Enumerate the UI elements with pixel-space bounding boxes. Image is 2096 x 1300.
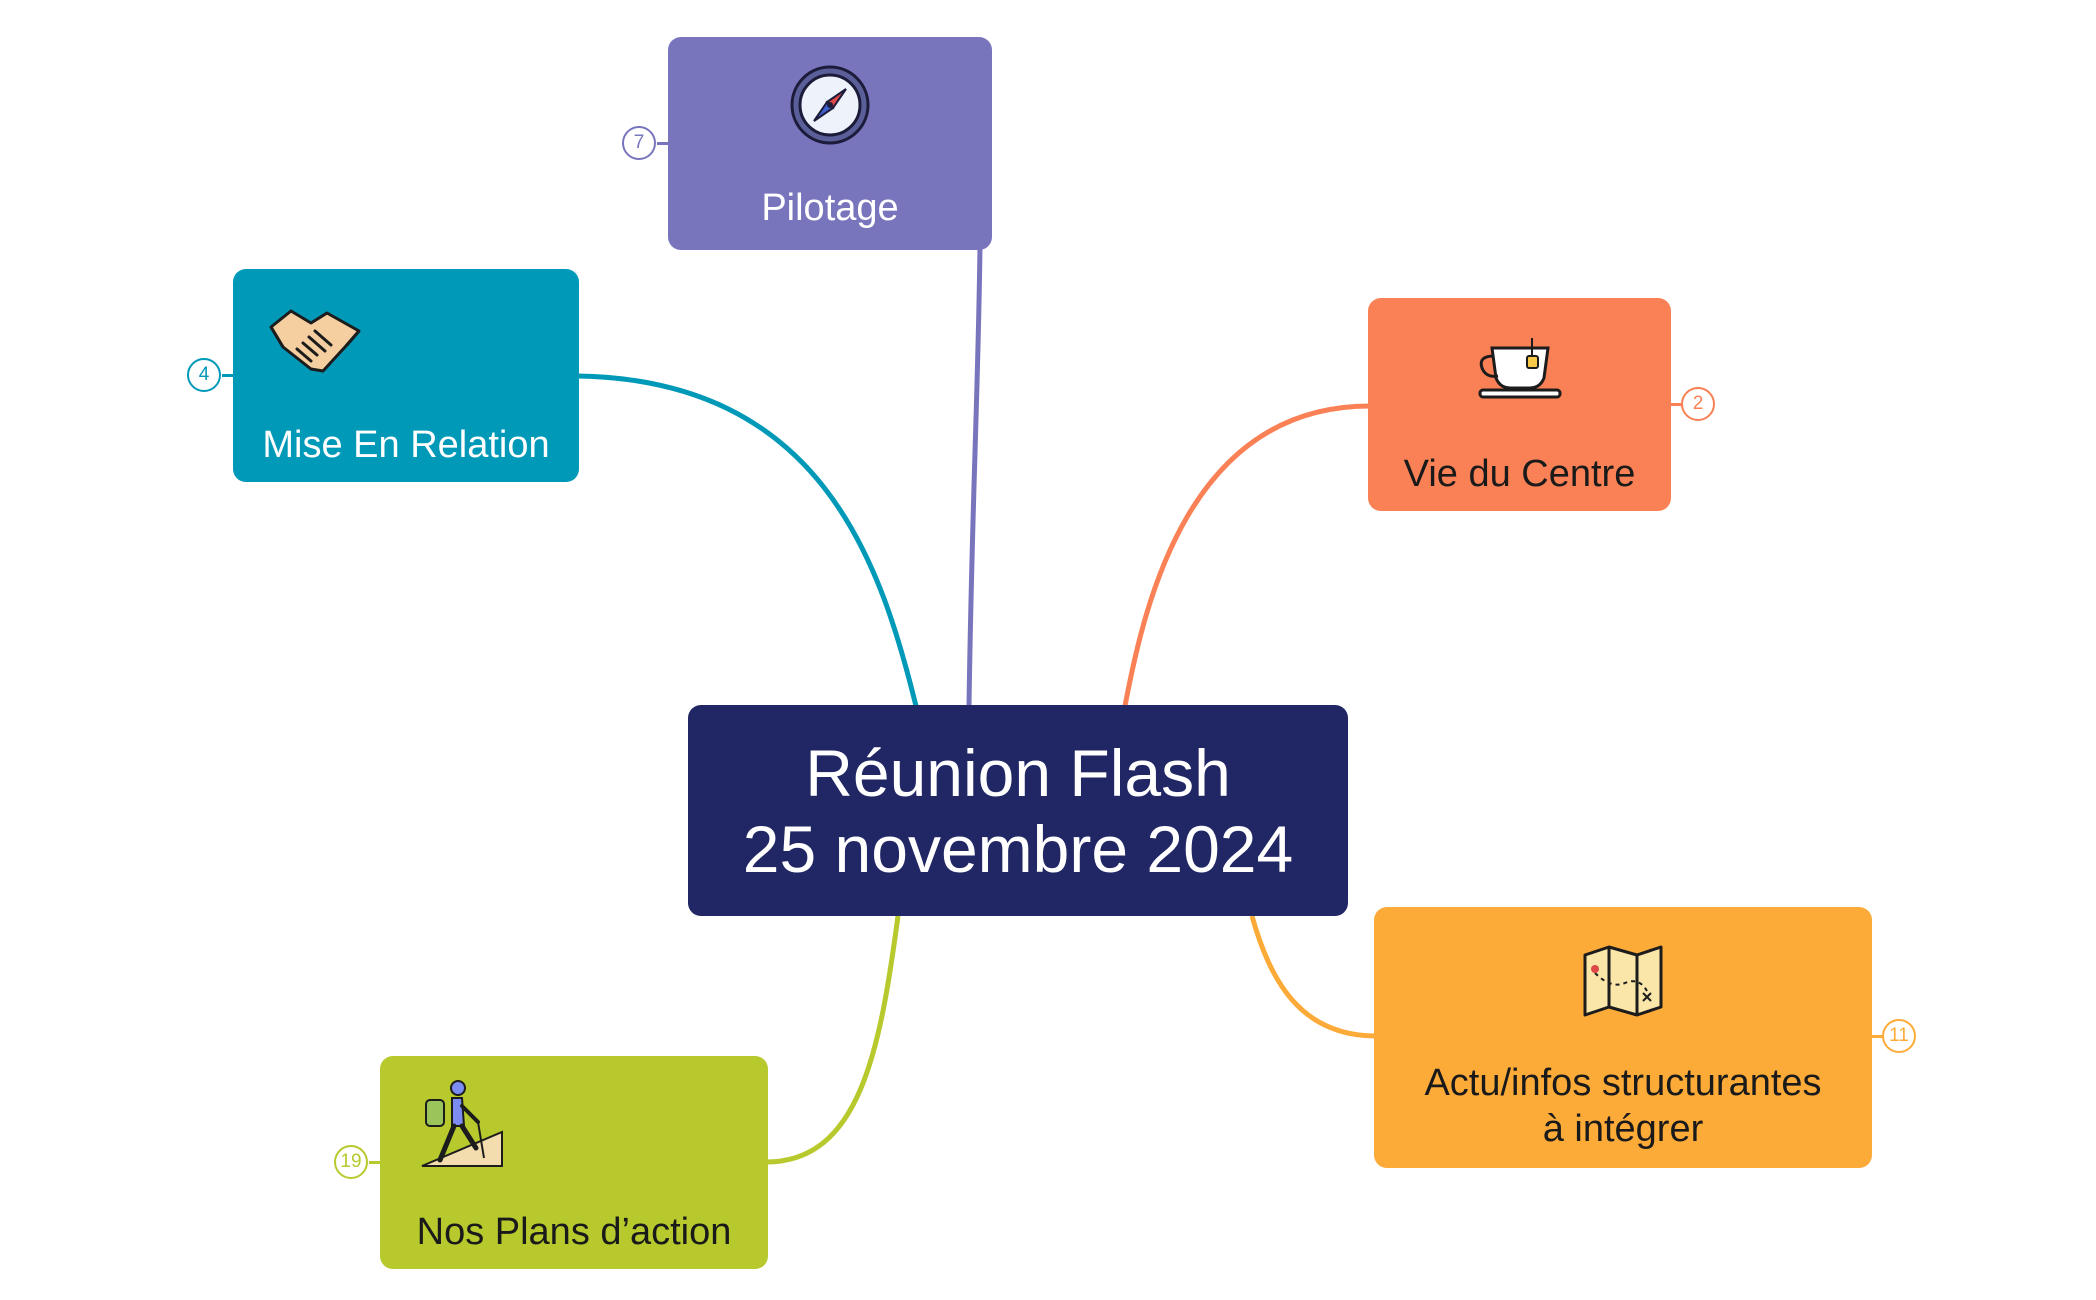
actu-infos-badge-connector xyxy=(1872,1035,1884,1038)
pilotage-count-badge[interactable]: 7 xyxy=(622,126,656,160)
actu-infos-count-badge[interactable]: 11 xyxy=(1882,1019,1916,1053)
plans-action-count-badge[interactable]: 19 xyxy=(334,1145,368,1179)
link-vie-du-centre xyxy=(1122,403,1371,707)
topic-pilotage[interactable]: Pilotage xyxy=(668,37,992,250)
topic-vie-du-centre[interactable]: Vie du Centre xyxy=(1368,298,1671,511)
hiker-icon xyxy=(380,1078,768,1170)
handshake-icon xyxy=(233,303,579,377)
central-topic-line2: 25 novembre 2024 xyxy=(742,811,1294,886)
central-topic-line1: Réunion Flash xyxy=(805,735,1231,810)
topic-actu-infos-label-line1: Actu/infos structurantes xyxy=(1424,1062,1822,1104)
plans-action-badge-connector xyxy=(369,1161,381,1164)
topic-vie-du-centre-label: Vie du Centre xyxy=(1403,453,1636,495)
central-topic[interactable]: Réunion Flash 25 novembre 2024 xyxy=(688,705,1348,916)
link-pilotage xyxy=(966,245,983,707)
topic-actu-infos-label-line2: à intégrer xyxy=(1542,1108,1704,1150)
topic-mise-en-relation[interactable]: Mise En Relation xyxy=(233,269,579,482)
topic-plans-action-label: Nos Plans d’action xyxy=(416,1211,732,1253)
teacup-icon xyxy=(1368,332,1671,402)
mise-en-relation-badge-connector xyxy=(222,374,234,377)
link-actu-infos xyxy=(1249,915,1377,1039)
link-mise-en-relation xyxy=(577,373,919,707)
map-icon xyxy=(1374,945,1872,1017)
topic-mise-en-relation-label: Mise En Relation xyxy=(262,424,550,466)
topic-actu-infos[interactable]: Actu/infos structurantes à intégrer xyxy=(1374,907,1872,1168)
link-plans-action xyxy=(765,915,901,1165)
vie-du-centre-badge-connector xyxy=(1671,403,1683,406)
topic-plans-action[interactable]: Nos Plans d’action xyxy=(380,1056,768,1269)
compass-icon xyxy=(668,64,992,146)
vie-du-centre-count-badge[interactable]: 2 xyxy=(1681,387,1715,421)
pilotage-badge-connector xyxy=(657,142,669,145)
mise-en-relation-count-badge[interactable]: 4 xyxy=(187,358,221,392)
topic-pilotage-label: Pilotage xyxy=(761,187,899,229)
